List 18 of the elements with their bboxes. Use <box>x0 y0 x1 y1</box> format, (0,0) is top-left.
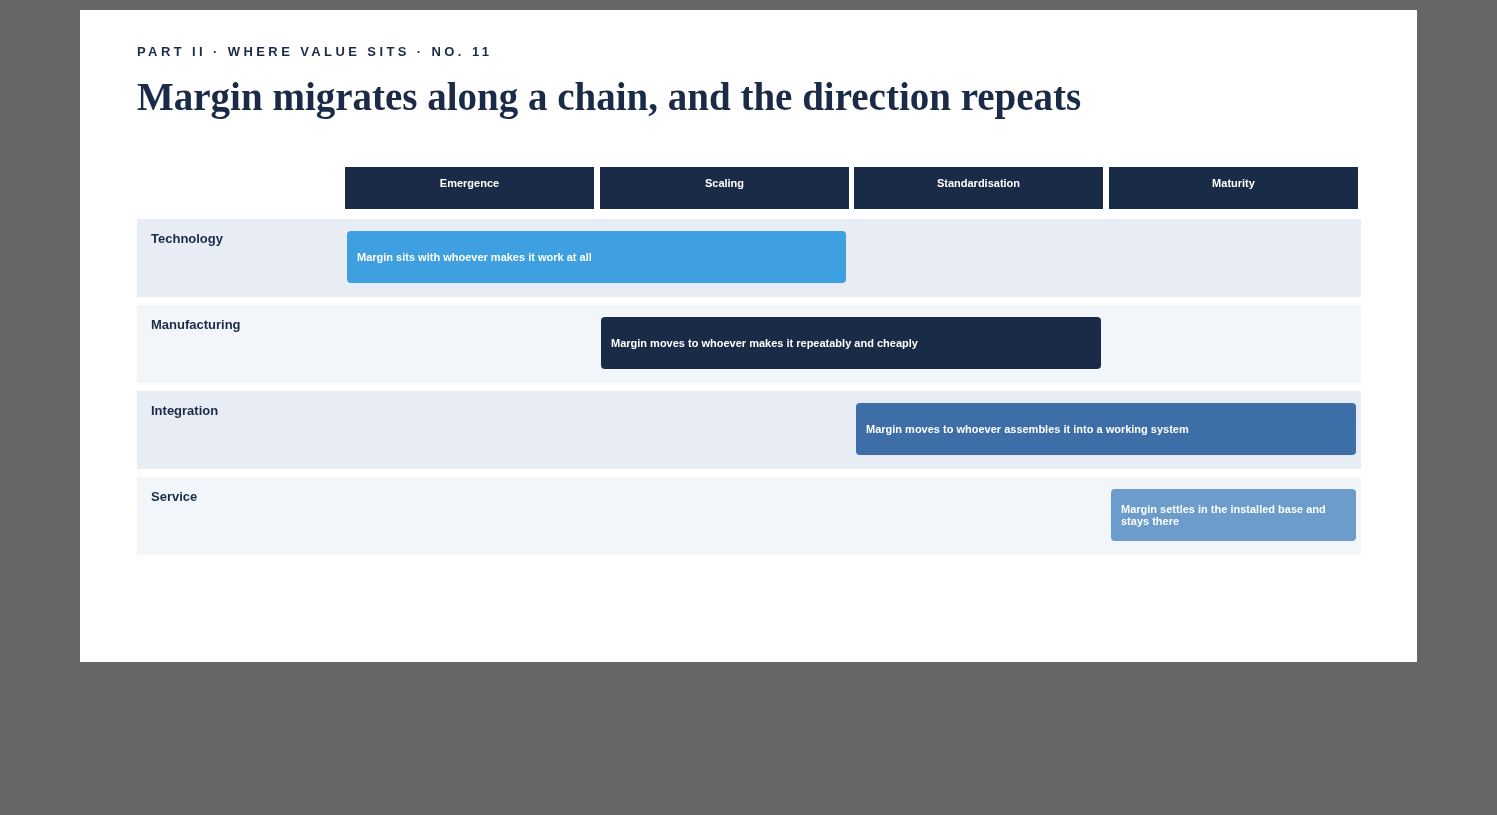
row-label: Service <box>151 489 198 504</box>
row-band <box>137 477 1361 555</box>
stage-header: Emergence <box>345 167 594 209</box>
timeline-bar: Margin moves to whoever assembles it into a working system <box>856 403 1356 455</box>
slide-title: Margin migrates along a chain, and the direction repeats <box>137 74 1082 119</box>
row-band <box>137 219 1361 297</box>
row-band <box>137 391 1361 469</box>
stage-header: Maturity <box>1109 167 1358 209</box>
row-band <box>137 305 1361 383</box>
stage-header: Scaling <box>600 167 849 209</box>
timeline-bar: Margin moves to whoever makes it repeatably and cheaply <box>601 317 1101 369</box>
row-label: Integration <box>151 403 219 418</box>
row-label: Manufacturing <box>151 317 241 332</box>
timeline-bar: Margin sits with whoever makes it work at all <box>347 231 846 283</box>
kicker-text: PART II · WHERE VALUE SITS · NO. 11 <box>137 44 493 59</box>
stage-header: Standardisation <box>854 167 1103 209</box>
row-label: Technology <box>151 231 223 246</box>
timeline-bar: Margin settles in the installed base and stays there <box>1111 489 1356 541</box>
